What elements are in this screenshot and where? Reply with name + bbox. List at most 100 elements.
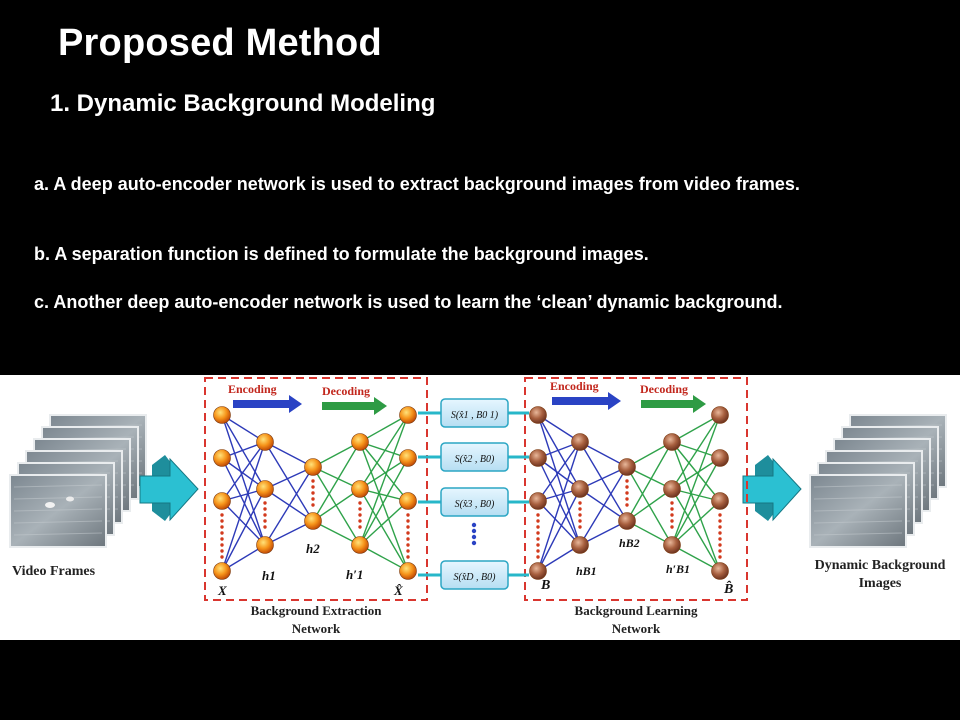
network-edge (671, 457, 721, 546)
neuron-node (618, 512, 636, 530)
ellipsis-dot (406, 525, 410, 529)
output-label-line2: Images (859, 576, 902, 591)
network-edge (671, 544, 721, 572)
separation-ellipsis-dot (471, 522, 477, 528)
network-edge (359, 441, 409, 572)
neuron-node (351, 433, 369, 451)
ellipsis-dot (220, 543, 224, 547)
ellipsis-dot (670, 507, 674, 511)
left-encoding-arrow (233, 395, 302, 413)
neuron-node (256, 536, 274, 554)
ellipsis-dot (311, 497, 315, 501)
separation-box (440, 398, 509, 428)
neuron-node (529, 492, 547, 510)
ellipsis-dot (578, 519, 582, 523)
ellipsis-dot (625, 485, 629, 489)
learning-network-box (524, 377, 748, 601)
ellipsis-dot (263, 525, 267, 529)
neuron-node (571, 536, 589, 554)
right-hb1-tag: hB1 (576, 564, 597, 578)
ellipsis-dot (718, 531, 722, 535)
ellipsis-dot (220, 519, 224, 523)
neuron-node (663, 433, 681, 451)
ellipsis-dot (220, 537, 224, 541)
extraction-network-box (204, 377, 428, 601)
network-edge (537, 488, 581, 572)
right-output-tag: B̂ (723, 580, 733, 597)
ellipsis-dot (578, 507, 582, 511)
separation-label: S(x̂2 , B0) (455, 454, 495, 465)
left-h1-tag: h1 (262, 568, 276, 583)
neuron-node (351, 536, 369, 554)
network-edge (359, 441, 409, 502)
network-edge (312, 488, 361, 522)
ellipsis-dot (358, 513, 362, 517)
network-edge (579, 466, 628, 546)
point-b: b. A separation function is defined to f… (34, 244, 649, 264)
ellipsis-dot (220, 555, 224, 559)
left-h2-tag: h2 (306, 541, 320, 556)
ellipsis-dot (406, 519, 410, 523)
ellipsis-dot (625, 491, 629, 495)
ellipsis-dot (536, 537, 540, 541)
ellipsis-dot (718, 549, 722, 553)
ellipsis-dot (718, 513, 722, 517)
left-input-tag: X (217, 583, 227, 598)
ellipsis-dot (718, 543, 722, 547)
network-edge (312, 466, 361, 546)
network-edge (359, 457, 409, 546)
learning-caption-line2: Network (612, 621, 661, 636)
neuron-node (213, 406, 231, 424)
network-edge (671, 414, 721, 490)
neuron-node (351, 480, 369, 498)
extraction-caption-line2: Network (292, 621, 341, 636)
neuron-node (213, 449, 231, 467)
neuron-node (399, 449, 417, 467)
neuron-node (571, 480, 589, 498)
neuron-node (256, 480, 274, 498)
ellipsis-dot (220, 525, 224, 529)
network-edge (359, 414, 409, 546)
ellipsis-dot (358, 525, 362, 529)
neuron-node (529, 406, 547, 424)
network-edge (359, 500, 409, 546)
ellipsis-dot (625, 479, 629, 483)
network-edge (537, 441, 581, 502)
network-edge (537, 457, 581, 546)
network-edge (359, 488, 409, 572)
background-frames-stack (809, 414, 947, 548)
ellipsis-dot (311, 479, 315, 483)
network-edge (359, 414, 409, 443)
separation-box (440, 487, 509, 517)
learning-caption-line1: Background Learning (575, 603, 698, 618)
ellipsis-dot (536, 519, 540, 523)
network-edge (626, 466, 673, 546)
network-edge (221, 500, 266, 546)
network-edge (359, 414, 409, 490)
output-label-line1: Dynamic Background (815, 558, 946, 573)
ellipsis-dot (578, 501, 582, 505)
ellipsis-dot (311, 485, 315, 489)
ellipsis-dot (358, 507, 362, 511)
ellipsis-dot (536, 513, 540, 517)
network-edge (671, 441, 721, 502)
ellipsis-dot (578, 525, 582, 529)
ellipsis-dot (406, 543, 410, 547)
extraction-caption-line1: Background Extraction (251, 603, 383, 618)
network-edge (221, 457, 266, 490)
ellipsis-dot (670, 519, 674, 523)
separation-label: S(x̂3 , B0) (455, 499, 495, 510)
network-edge (579, 441, 628, 468)
network-edge (264, 441, 314, 468)
right-hb2-tag: hB2 (619, 536, 640, 550)
ellipsis-dot (625, 497, 629, 501)
network-edge (221, 488, 266, 572)
network-edge (537, 441, 581, 572)
ellipsis-dot (406, 531, 410, 535)
neuron-node (304, 458, 322, 476)
neuron-node (711, 562, 729, 580)
network-edge (671, 441, 721, 572)
right-hb1p-tag: h′B1 (666, 562, 690, 576)
network-edge (671, 414, 721, 443)
ellipsis-dot (670, 525, 674, 529)
